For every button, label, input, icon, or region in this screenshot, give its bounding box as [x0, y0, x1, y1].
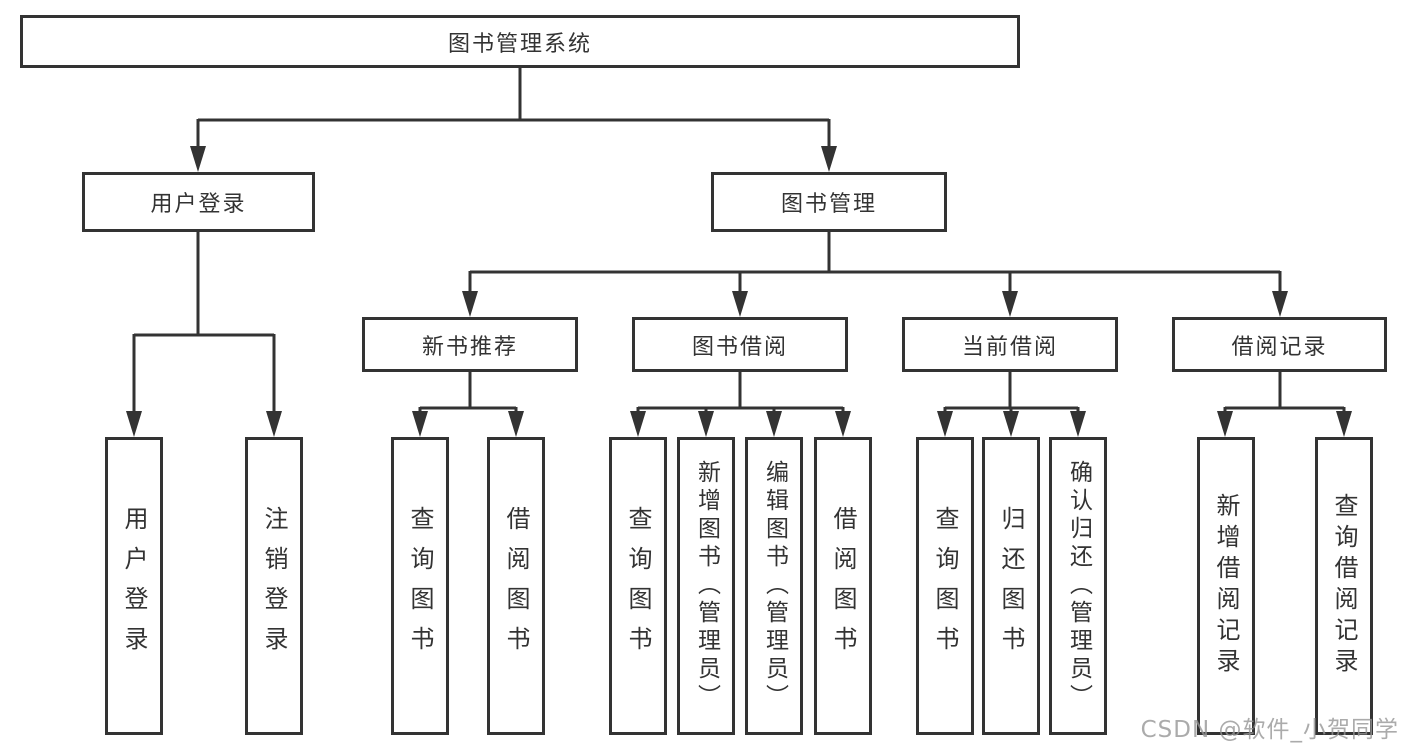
- leaf-user-login-label: 用户登录: [120, 506, 148, 666]
- node-current-borrow-label: 当前借阅: [961, 334, 1058, 360]
- leaf-borrow-books: 借阅图书: [814, 437, 872, 735]
- leaf-user-login: 用户登录: [105, 437, 163, 735]
- csdn-watermark: CSDN @软件_小贺同学: [1140, 717, 1399, 743]
- node-new-book-recommend: 新书推荐: [362, 317, 578, 372]
- leaf-logout-label: 注销登录: [260, 506, 288, 666]
- connector-user-login: [132, 232, 276, 417]
- connector-borrow-records: [1223, 372, 1346, 417]
- leaf-query-books-borrow-label: 查询图书: [624, 506, 652, 666]
- leaf-query-borrow-record-label: 查询借阅记录: [1330, 493, 1358, 679]
- node-root-label: 图书管理系统: [447, 31, 592, 57]
- node-current-borrow: 当前借阅: [902, 317, 1118, 372]
- node-user-login-label: 用户登录: [150, 192, 247, 217]
- leaf-query-borrow-record: 查询借阅记录: [1315, 437, 1373, 735]
- node-user-login: 用户登录: [82, 172, 315, 232]
- leaf-borrow-books-label: 借阅图书: [829, 506, 857, 666]
- leaf-query-books-current-label: 查询图书: [931, 506, 959, 666]
- leaf-return-books: 归还图书: [982, 437, 1040, 735]
- leaf-return-books-label: 归还图书: [997, 506, 1025, 666]
- leaf-add-books-admin: 新增图书（管理员）: [677, 437, 735, 735]
- connector-book-borrow: [636, 372, 845, 417]
- arrowheads: [126, 146, 1352, 437]
- leaf-query-books-recommend: 查询图书: [391, 437, 449, 735]
- leaf-confirm-return-admin-label: 确认归还（管理员）: [1065, 460, 1092, 712]
- node-book-borrow-label: 图书借阅: [691, 334, 788, 360]
- node-book-management: 图书管理: [711, 172, 947, 232]
- leaf-borrow-books-recommend-label: 借阅图书: [502, 506, 530, 666]
- connector-new-book-recommend: [418, 372, 518, 417]
- leaf-confirm-return-admin: 确认归还（管理员）: [1049, 437, 1107, 735]
- leaf-query-books-recommend-label: 查询图书: [406, 506, 434, 666]
- node-borrow-records-label: 借阅记录: [1231, 334, 1328, 360]
- leaf-edit-books-admin: 编辑图书（管理员）: [745, 437, 803, 735]
- node-book-management-label: 图书管理: [780, 192, 877, 217]
- leaf-query-books-borrow: 查询图书: [609, 437, 667, 735]
- node-borrow-records: 借阅记录: [1172, 317, 1387, 372]
- leaf-add-books-admin-label: 新增图书（管理员）: [693, 460, 720, 712]
- node-root: 图书管理系统: [20, 15, 1020, 68]
- connector-root: [196, 68, 831, 150]
- leaf-edit-books-admin-label: 编辑图书（管理员）: [761, 460, 788, 712]
- leaf-query-books-current: 查询图书: [916, 437, 974, 735]
- connector-book-management: [468, 232, 1282, 297]
- leaf-logout: 注销登录: [245, 437, 303, 735]
- connector-current-borrow: [943, 372, 1080, 417]
- node-new-book-recommend-label: 新书推荐: [421, 334, 518, 360]
- leaf-add-borrow-record: 新增借阅记录: [1197, 437, 1255, 735]
- leaf-borrow-books-recommend: 借阅图书: [487, 437, 545, 735]
- node-book-borrow: 图书借阅: [632, 317, 848, 372]
- leaf-add-borrow-record-label: 新增借阅记录: [1212, 493, 1240, 679]
